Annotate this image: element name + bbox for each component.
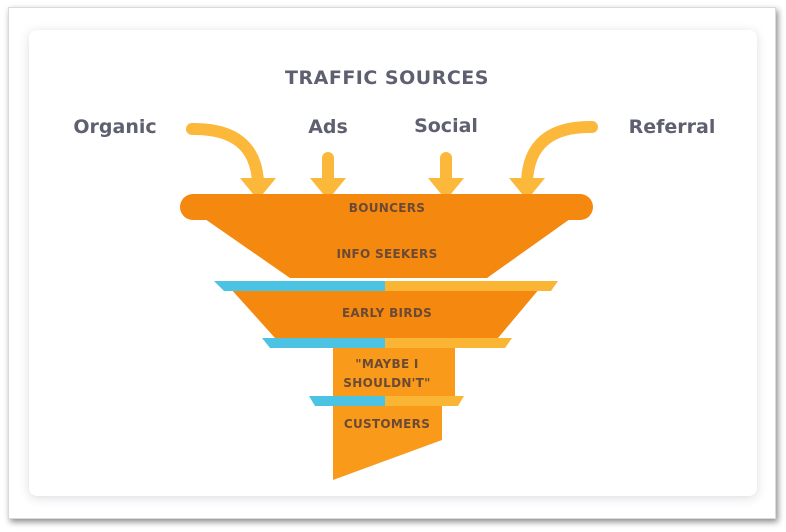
divider-2-blue: [262, 338, 385, 348]
divider-2-yellow: [385, 338, 512, 348]
ads-arrow-head: [310, 178, 346, 200]
stage-customers: [333, 406, 442, 480]
divider-3-blue: [309, 396, 385, 406]
source-label-referral: Referral: [629, 116, 716, 138]
referral-arrow-shaft: [521, 120, 598, 188]
stage-label-info-seekers: INFO SEEKERS: [336, 247, 437, 261]
organic-arrow-head: [240, 178, 276, 200]
stage-label-maybe-line2: SHOULDN'T": [343, 376, 430, 390]
divider-1-yellow: [385, 281, 558, 291]
source-label-social: Social: [414, 115, 478, 137]
divider-3-yellow: [385, 396, 464, 406]
source-label-ads: Ads: [308, 116, 348, 138]
divider-1-blue: [214, 281, 385, 291]
referral-arrow-head: [509, 178, 545, 200]
stage-early-birds: [230, 288, 540, 338]
stage-label-customers: CUSTOMERS: [344, 417, 430, 431]
stage-label-bouncers: BOUNCERS: [349, 201, 425, 215]
stage-bouncers: [180, 194, 593, 220]
social-arrow-head: [428, 178, 464, 200]
stage-label-early-birds: EARLY BIRDS: [342, 306, 432, 320]
diagram-title: TRAFFIC SOURCES: [285, 67, 489, 89]
stage-info-seekers: [205, 219, 570, 278]
stage-maybe: [333, 348, 455, 396]
stage-label-maybe-line1: "MAYBE I: [355, 357, 418, 371]
organic-arrow-shaft: [186, 122, 264, 188]
source-label-organic: Organic: [73, 116, 156, 138]
